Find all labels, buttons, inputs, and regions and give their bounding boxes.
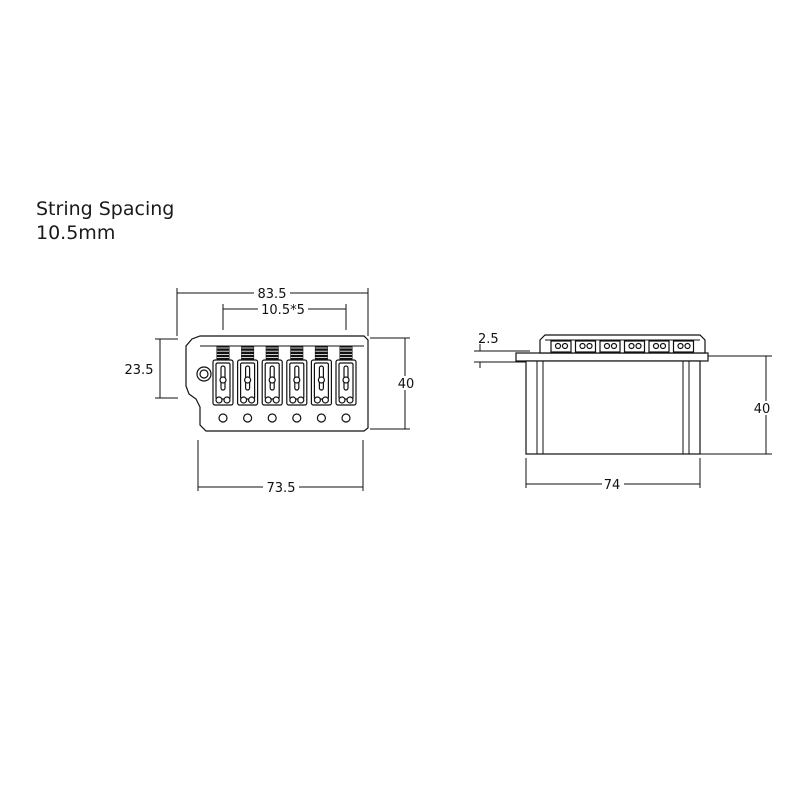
side-saddle (550, 340, 572, 353)
dim-block-depth-label: 40 (754, 402, 771, 417)
tremolo-block (525, 360, 701, 455)
dim-base-width-label: 73.5 (267, 481, 296, 496)
side-saddle (672, 340, 695, 353)
dim-string-spacing: 10.5*5 (222, 302, 347, 330)
heading-line-1: String Spacing (36, 198, 175, 220)
dim-front-depth: 40 (370, 337, 416, 430)
string-hole-icon (267, 413, 277, 423)
heading-line-2: 10.5mm (36, 222, 116, 244)
string-hole-icon (316, 413, 326, 423)
dim-plate-thickness-label: 2.5 (478, 332, 499, 347)
dim-overall-width-label: 83.5 (258, 287, 287, 302)
saddles (212, 345, 357, 406)
side-saddle (599, 340, 621, 353)
saddle (212, 345, 234, 406)
dim-base-width: 73.5 (197, 440, 364, 496)
side-view: 2.5 40 74 (474, 332, 776, 493)
side-saddle (574, 340, 597, 353)
saddle (335, 345, 357, 406)
dim-block-width: 74 (525, 458, 701, 493)
dim-plate-thickness: 2.5 (474, 332, 530, 368)
saddle (237, 345, 259, 406)
side-base-plate (515, 352, 709, 362)
string-holes (218, 413, 351, 423)
dim-string-spacing-label: 10.5*5 (261, 303, 305, 318)
side-saddle (623, 340, 646, 353)
string-hole-icon (341, 413, 351, 423)
side-saddle-row (550, 340, 695, 353)
string-spacing-heading: String Spacing 10.5mm (36, 197, 174, 245)
dim-block-depth: 40 (700, 355, 776, 455)
saddle (310, 345, 332, 406)
string-hole-icon (218, 413, 228, 423)
front-view: 83.5 10.5*5 23.5 40 (120, 286, 416, 496)
string-hole-icon (243, 413, 253, 423)
side-saddle (648, 340, 670, 353)
dim-mount-height: 23.5 (120, 338, 178, 399)
dim-overall-width: 83.5 (176, 286, 369, 336)
dim-block-width-label: 74 (604, 478, 621, 493)
dim-mount-height-label: 23.5 (125, 363, 154, 378)
saddle (286, 345, 308, 406)
string-hole-icon (292, 413, 302, 423)
saddle (261, 345, 283, 406)
dim-front-depth-label: 40 (398, 377, 415, 392)
